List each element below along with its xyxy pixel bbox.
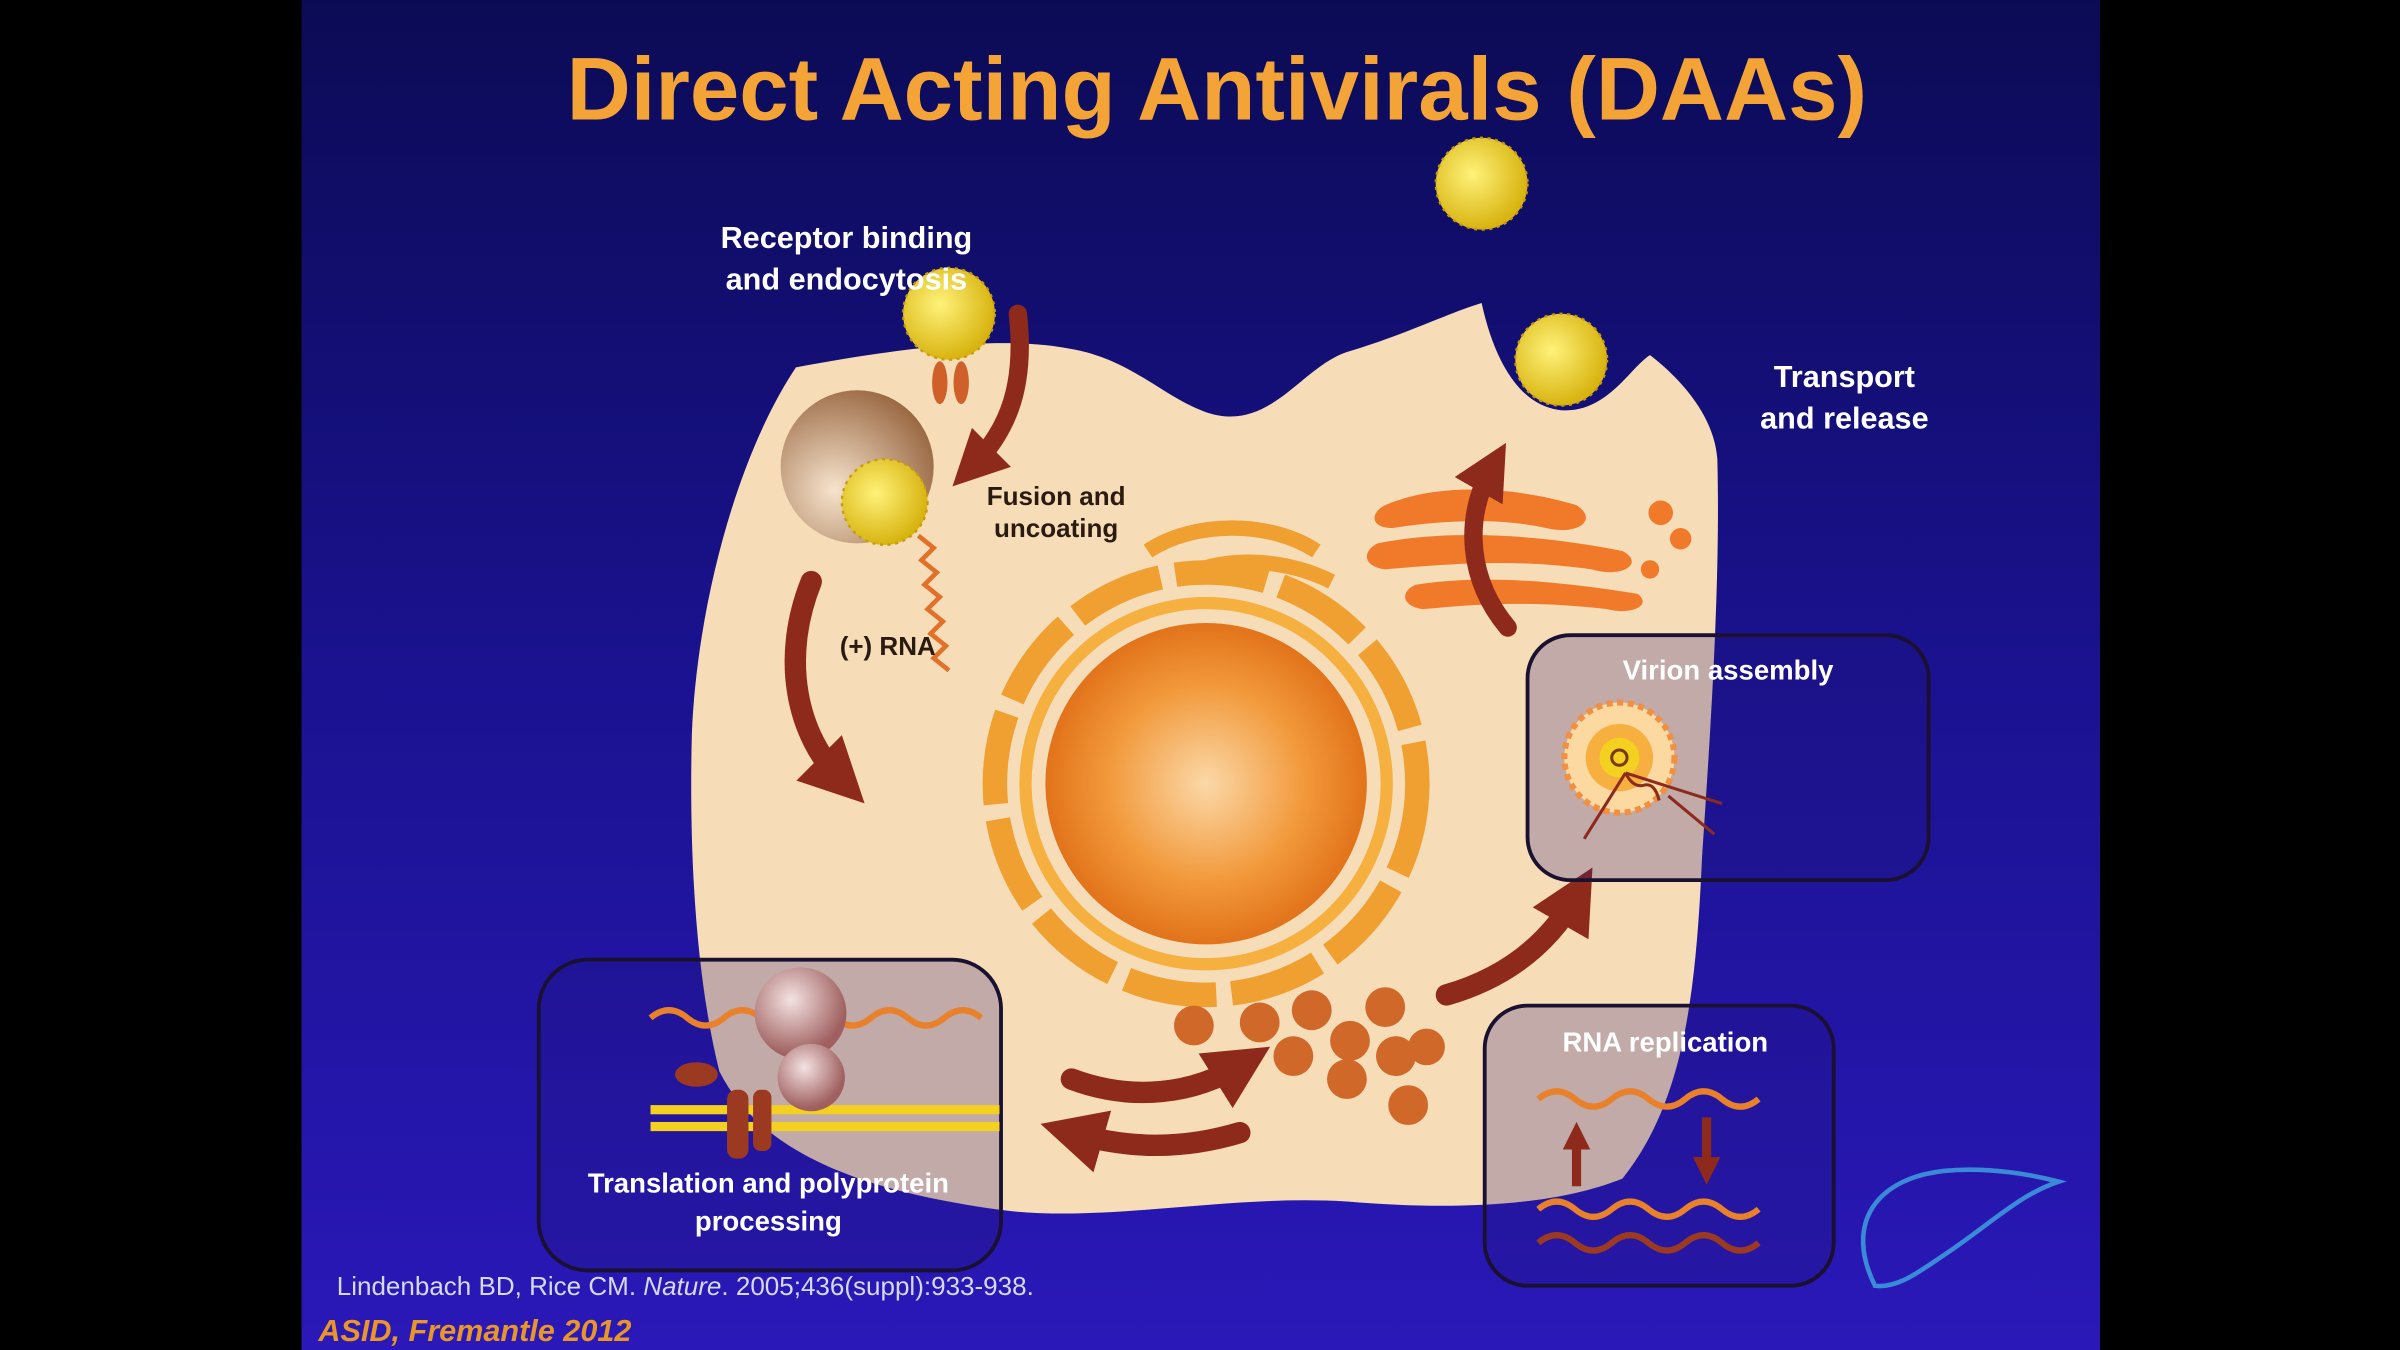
citation-journal: Nature	[643, 1271, 721, 1301]
arrow-rna	[784, 570, 865, 804]
receptors	[932, 361, 969, 405]
slide-title: Direct Acting Antivirals (DAAs)	[567, 39, 1867, 138]
transport-label-line2: and release	[1760, 402, 1928, 436]
virus-particle	[901, 266, 997, 361]
citation-authors: Lindenbach BD, Rice CM.	[337, 1271, 636, 1301]
arrow-transport	[1454, 442, 1517, 637]
virus-particle	[1514, 312, 1609, 407]
citation: Lindenbach BD, Rice CM. Nature. 2005;436…	[337, 1271, 1034, 1301]
transport-label-line1: Transport	[1774, 360, 1915, 394]
liver-logo-icon	[1860, 1167, 2067, 1289]
pathway-arrows	[784, 304, 1593, 1173]
translation-label-line1: Translation and polyprotein	[588, 1167, 949, 1198]
conference-footer: ASID, Fremantle 2012	[317, 1314, 631, 1348]
receptor-binding-label-line1: Receptor binding	[721, 221, 973, 255]
arrow-entry	[952, 304, 1029, 487]
fusion-label-line1: Fusion and	[987, 481, 1126, 511]
citation-details: . 2005;436(suppl):933-938.	[721, 1271, 1033, 1301]
rna-strand	[916, 533, 951, 673]
nucleus	[982, 520, 1430, 1008]
virion-assembly-box: Virion assembly	[1525, 633, 1931, 883]
translation-box: Translation and polyprotein processing	[536, 957, 1003, 1273]
rna-replication-label: RNA replication	[1563, 1027, 1769, 1058]
replication-vesicles	[1173, 987, 1445, 1125]
virus-particle	[840, 458, 929, 547]
rna-replication-box: RNA replication	[1482, 1003, 1836, 1288]
golgi-apparatus	[1366, 489, 1692, 612]
receptor-binding-label-line2: and endocytosis	[726, 262, 968, 296]
virus-particle	[1434, 136, 1529, 231]
fusion-label-line2: uncoating	[994, 513, 1118, 543]
arrow-assembly	[1435, 867, 1593, 1006]
virion-assembly-label: Virion assembly	[1623, 655, 1834, 686]
arrow-cycle-2	[1040, 1110, 1251, 1173]
virus-particles	[840, 136, 1609, 547]
translation-label-line2: processing	[695, 1206, 842, 1237]
positive-rna-label: (+) RNA	[840, 631, 936, 661]
arrow-cycle-1	[1060, 1046, 1271, 1109]
